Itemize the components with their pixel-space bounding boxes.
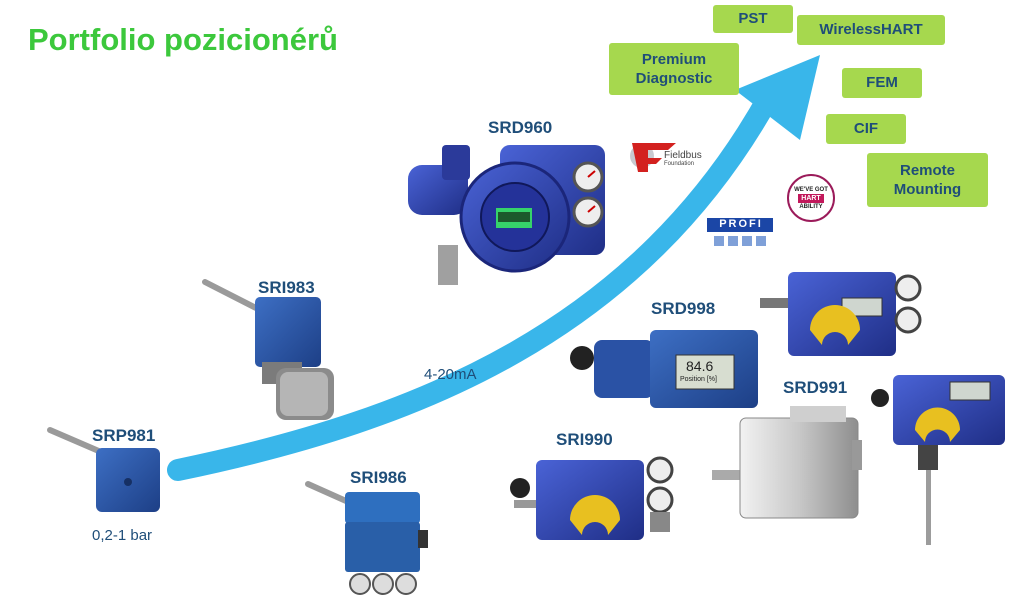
profi-logo-icon xyxy=(707,218,773,246)
label-sri983: SRI983 xyxy=(258,278,315,297)
sri990-device-icon xyxy=(510,456,674,540)
hart-badge-bottom: ABILITY xyxy=(799,203,823,210)
label-sri990: SRI990 xyxy=(556,430,613,449)
feature-cif: CIF xyxy=(826,114,906,144)
feature-remote-mounting: Remote Mounting xyxy=(867,153,988,207)
hart-badge-mid: HART xyxy=(798,193,824,203)
growth-arrow-icon xyxy=(167,84,781,481)
sri983-device-icon xyxy=(202,279,334,420)
label-srd960: SRD960 xyxy=(488,118,553,137)
feature-pst: PST xyxy=(713,5,793,33)
label-pneumatic-range: 0,2-1 bar xyxy=(92,527,153,544)
profi-logo-text: PROFI xyxy=(719,218,763,230)
srd960-device-icon xyxy=(408,145,605,285)
feature-fem: FEM xyxy=(842,68,922,98)
positioner-top-right-icon xyxy=(760,272,922,356)
label-srd998: SRD998 xyxy=(651,299,716,318)
label-srd991: SRD991 xyxy=(783,378,848,397)
positioner-right-icon xyxy=(871,375,1005,545)
srd998-device-icon xyxy=(570,330,758,408)
lcd-value: 84.6 xyxy=(686,358,714,374)
srp981-device-icon xyxy=(47,427,160,512)
feature-premium-diagnostic: Premium Diagnostic xyxy=(609,43,739,95)
fieldbus-logo-icon xyxy=(630,143,676,172)
lcd-caption: Position [%] xyxy=(680,376,717,383)
hart-ability-badge: WE'VE GOT HART ABILITY xyxy=(787,174,835,222)
label-srp981: SRP981 xyxy=(92,426,156,445)
page-title: Portfolio pozicionérů xyxy=(28,22,338,57)
sri986-device-icon xyxy=(305,481,428,595)
arrow-head-icon xyxy=(735,55,820,140)
label-sri986: SRI986 xyxy=(350,468,407,487)
label-4-20ma: 4-20mA xyxy=(424,366,477,383)
hart-badge-top: WE'VE GOT xyxy=(794,186,828,193)
feature-wirelesshart: WirelessHART xyxy=(797,15,945,45)
srd991-device-icon xyxy=(712,406,862,519)
fieldbus-logo-text: Fieldbus Foundation xyxy=(664,150,702,167)
